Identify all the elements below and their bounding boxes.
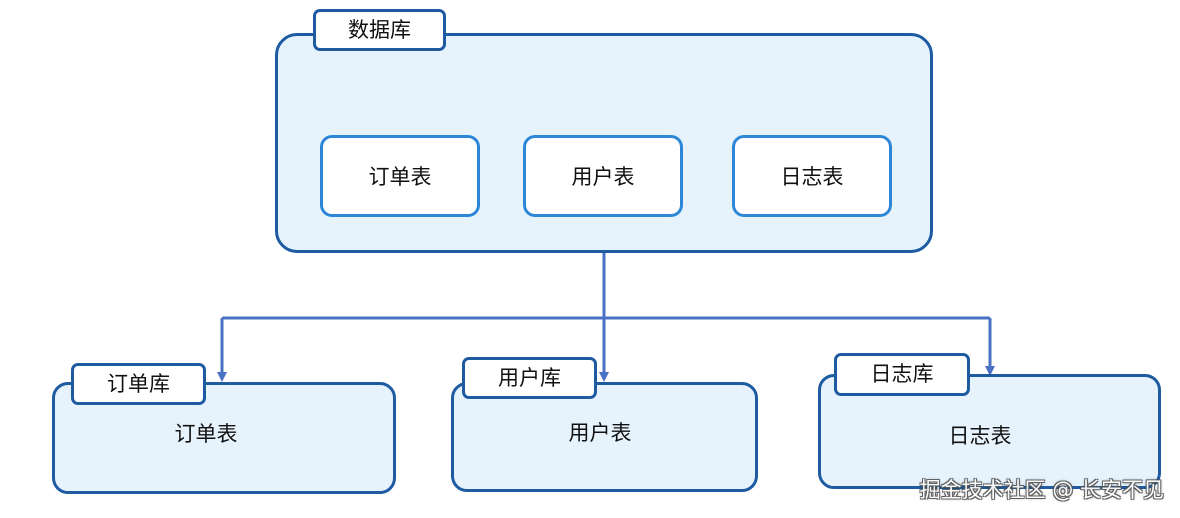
order-db-table-label: 订单表 — [174, 422, 238, 446]
watermark: 掘金技术社区 @ 长安不见 — [919, 478, 1164, 502]
log-db-tag: 日志库 — [834, 353, 970, 396]
user-table-card: 用户表 — [523, 135, 683, 217]
arrowhead-order-db — [217, 372, 227, 382]
log-db-table-label: 日志表 — [948, 424, 1012, 448]
order-table-card: 订单表 — [320, 135, 480, 217]
database-tag: 数据库 — [313, 9, 446, 51]
user-db-table-label: 用户表 — [568, 421, 632, 445]
log-table-card: 日志表 — [732, 135, 892, 217]
user-db-container — [451, 382, 758, 492]
user-db-tag: 用户库 — [462, 357, 597, 399]
arrowhead-user-db — [599, 372, 609, 382]
order-db-tag: 订单库 — [71, 363, 206, 405]
